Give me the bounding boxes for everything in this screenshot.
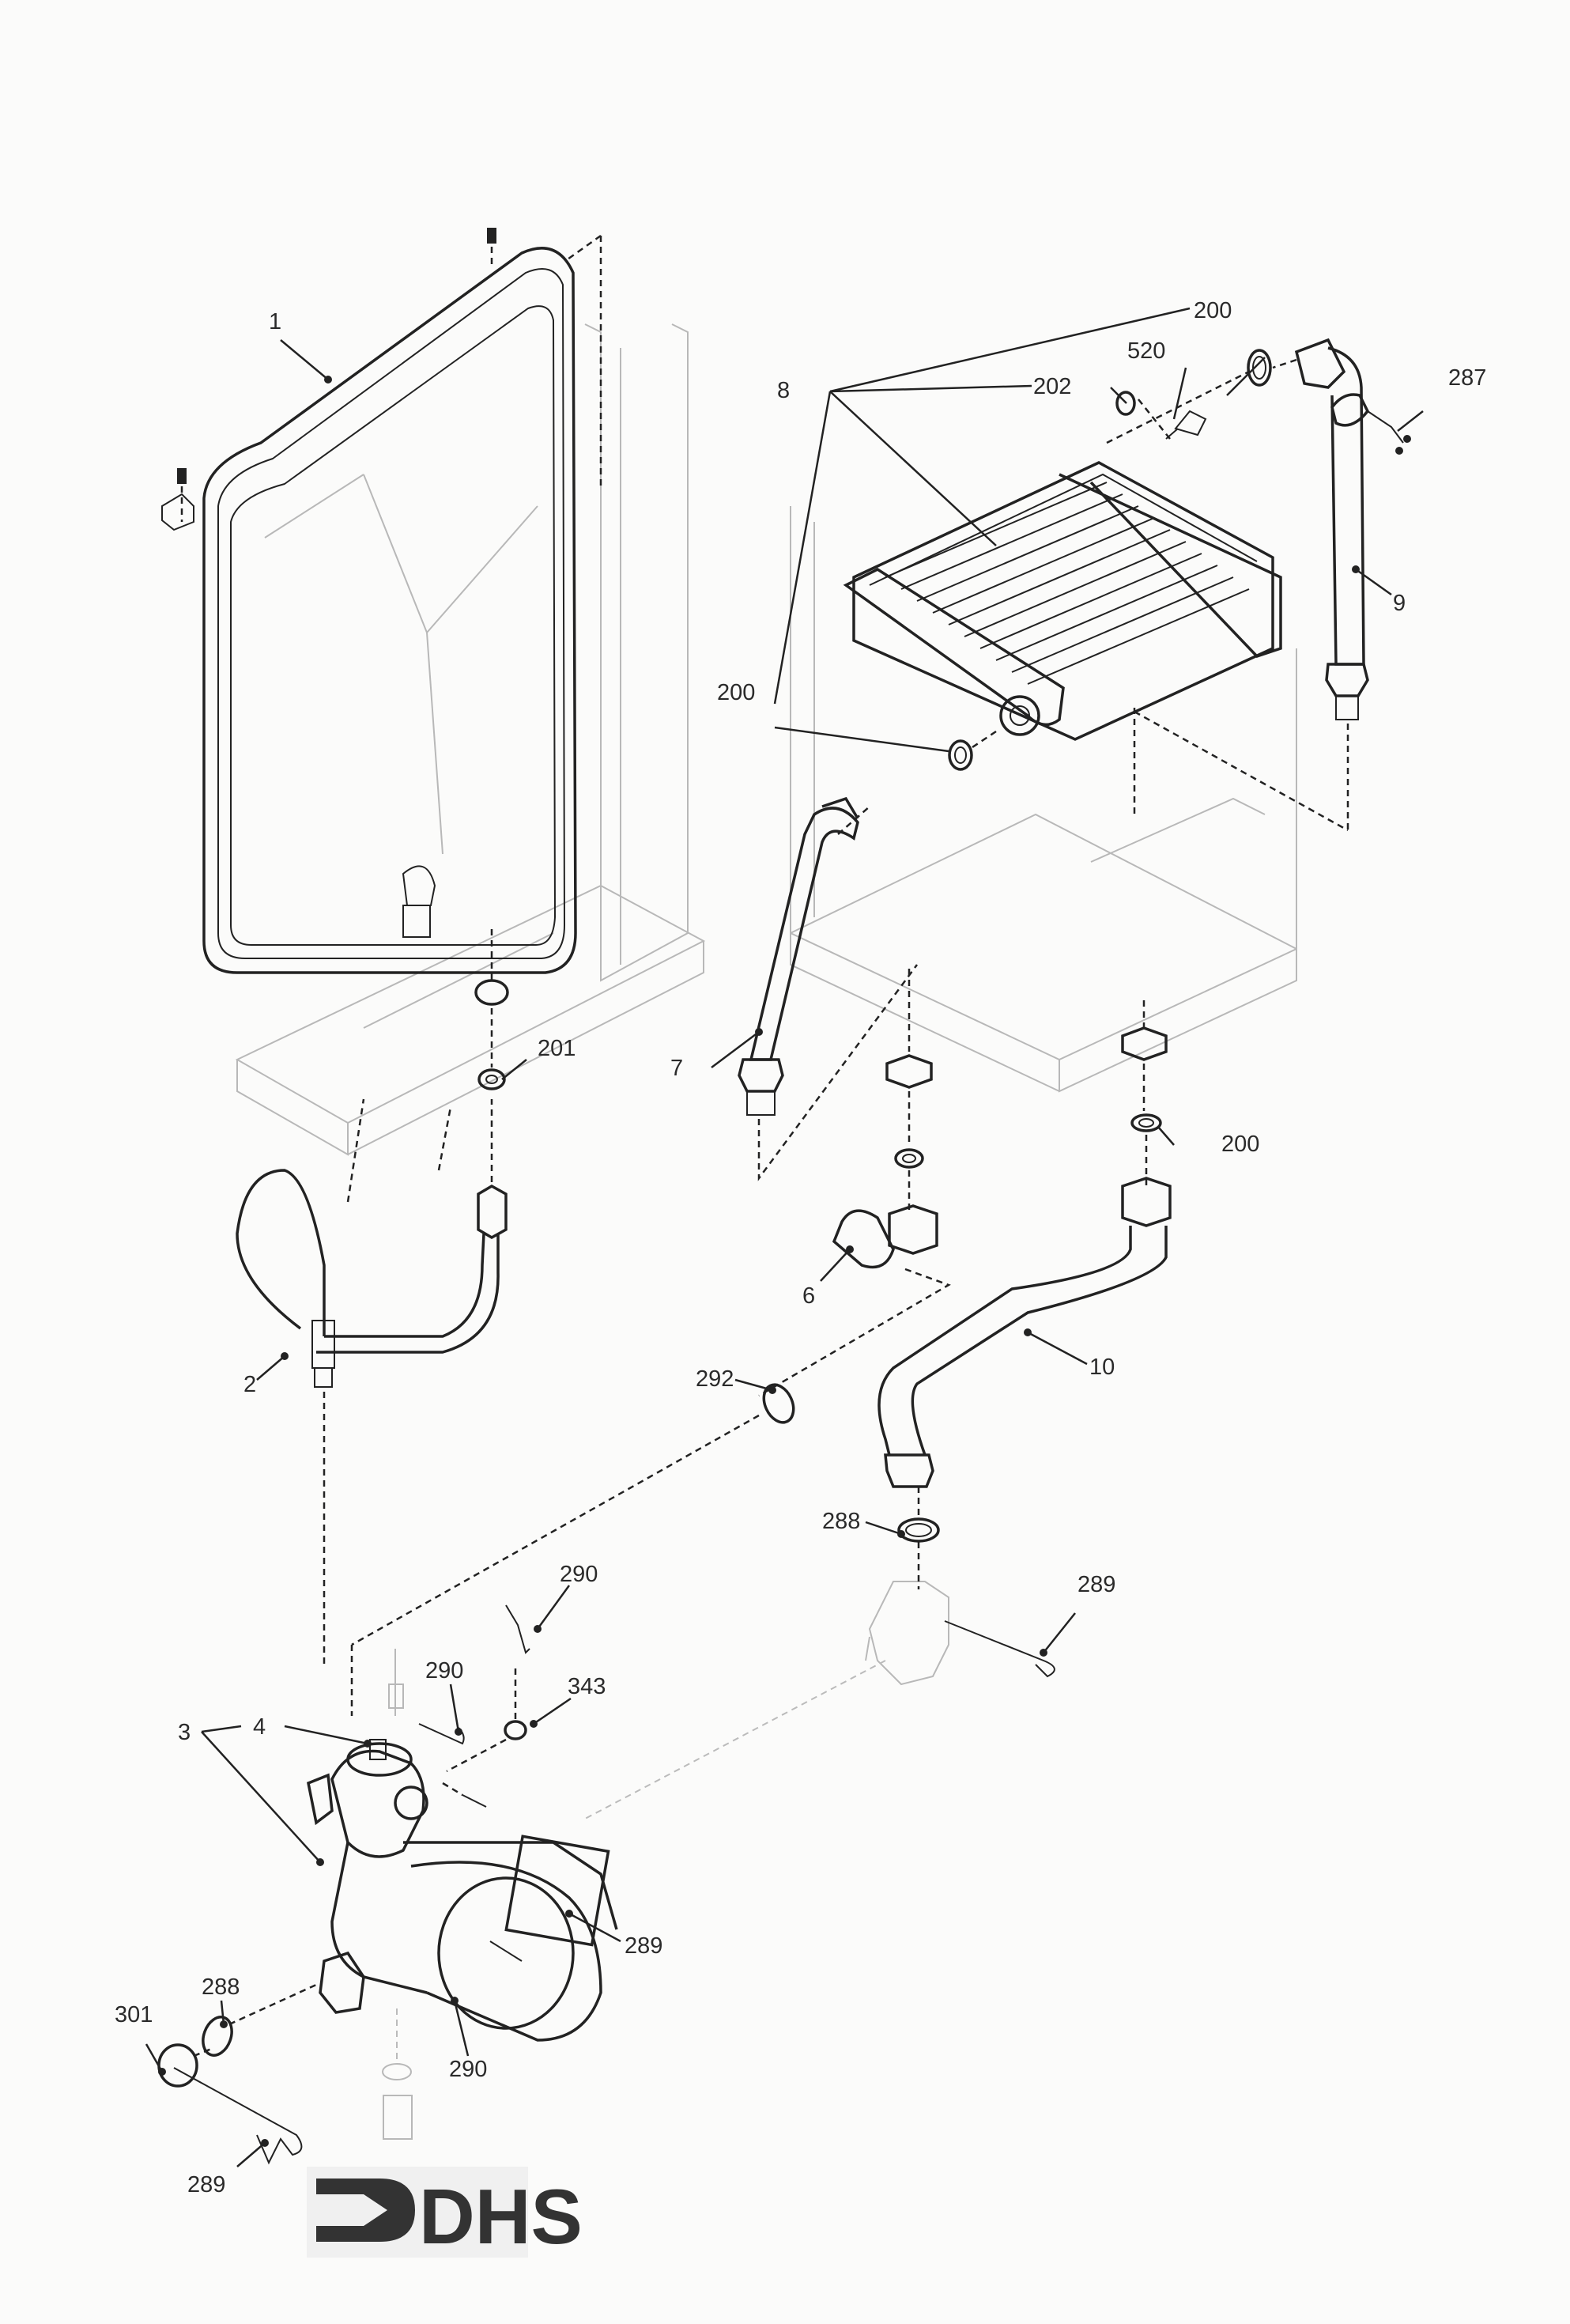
washer-201[interactable] bbox=[477, 1068, 506, 1090]
callout-520: 520 bbox=[1127, 338, 1165, 364]
pipe-9[interactable] bbox=[1294, 338, 1369, 830]
sensor-520[interactable] bbox=[1165, 410, 1207, 440]
assembly-line bbox=[1272, 358, 1297, 369]
plug-343[interactable] bbox=[446, 1668, 527, 1773]
clip-290-top[interactable] bbox=[505, 1604, 530, 1654]
callout-8: 8 bbox=[777, 378, 790, 403]
o-ring-292[interactable] bbox=[350, 1380, 799, 1716]
callout-292: 292 bbox=[696, 1366, 734, 1392]
elbow-6[interactable] bbox=[758, 1204, 951, 1397]
plug-301[interactable] bbox=[157, 2043, 214, 2088]
washer-202[interactable] bbox=[1115, 391, 1136, 416]
pipe-2[interactable] bbox=[236, 1098, 508, 1668]
screw bbox=[442, 1782, 487, 1808]
callout-4: 4 bbox=[253, 1714, 266, 1740]
callout-287: 287 bbox=[1448, 365, 1486, 391]
callout-290-mid: 290 bbox=[425, 1658, 463, 1683]
clip-289-bottom[interactable] bbox=[173, 2067, 303, 2165]
diverter-valve-ghost bbox=[584, 1581, 949, 1820]
callout-9: 9 bbox=[1393, 591, 1406, 616]
ghost-filter bbox=[382, 1649, 413, 2140]
assembly-line bbox=[1134, 710, 1349, 832]
flange-287[interactable] bbox=[1330, 393, 1411, 455]
callout-3: 3 bbox=[178, 1720, 191, 1745]
leader-lines bbox=[145, 307, 1424, 2167]
callout-202: 202 bbox=[1033, 374, 1071, 399]
pipe-10[interactable] bbox=[877, 1177, 1172, 1488]
callout-288-bottom: 288 bbox=[202, 1974, 240, 2000]
logo-text: DHS bbox=[419, 2173, 583, 2260]
pump[interactable] bbox=[306, 1739, 618, 2042]
callout-6: 6 bbox=[802, 1283, 815, 1309]
callout-288-top: 288 bbox=[822, 1509, 860, 1534]
washer-200-top[interactable] bbox=[1247, 349, 1272, 387]
assembly-line bbox=[1106, 370, 1250, 444]
callout-289-right: 289 bbox=[1077, 1572, 1115, 1597]
callout-290-bottom: 290 bbox=[449, 2057, 487, 2082]
o-ring-288-bottom[interactable] bbox=[198, 1983, 317, 2059]
callout-1: 1 bbox=[269, 309, 281, 334]
washer-200-right[interactable] bbox=[1130, 1113, 1162, 1132]
nut-center[interactable] bbox=[885, 1054, 933, 1089]
callout-200-right: 200 bbox=[1221, 1132, 1259, 1157]
clip-289-right[interactable] bbox=[944, 1620, 1055, 1678]
callout-289-bottom: 289 bbox=[187, 2172, 225, 2197]
assembly-line bbox=[1138, 399, 1171, 440]
dhs-logo: DHS bbox=[307, 2167, 583, 2260]
callout-2: 2 bbox=[243, 1372, 256, 1397]
callout-200-mid: 200 bbox=[717, 680, 755, 705]
callout-289-pump: 289 bbox=[625, 1933, 662, 1959]
heat-exchanger-fins bbox=[885, 482, 1250, 685]
arrow-bracket-icon bbox=[316, 2179, 415, 2242]
expansion-vessel[interactable] bbox=[161, 228, 602, 974]
callout-343: 343 bbox=[568, 1674, 606, 1699]
washer-ghost bbox=[474, 979, 509, 1006]
chassis-frame-ghost bbox=[235, 323, 1297, 1156]
callout-10: 10 bbox=[1089, 1355, 1115, 1380]
assembly-line bbox=[972, 730, 997, 749]
washer-center[interactable] bbox=[894, 1148, 924, 1169]
callout-200-top: 200 bbox=[1194, 298, 1232, 323]
washer-200-mid[interactable] bbox=[948, 739, 973, 771]
callout-201: 201 bbox=[538, 1036, 576, 1061]
o-ring-288-top[interactable] bbox=[897, 1517, 940, 1543]
heat-exchanger[interactable] bbox=[843, 461, 1282, 741]
callout-7: 7 bbox=[670, 1056, 683, 1081]
callout-labels: 1 8 200 520 202 287 9 200 201 7 200 6 2 … bbox=[115, 298, 1486, 2197]
callout-301: 301 bbox=[115, 2002, 153, 2027]
callout-290-top: 290 bbox=[560, 1562, 598, 1587]
pipe-7[interactable] bbox=[738, 796, 919, 1181]
